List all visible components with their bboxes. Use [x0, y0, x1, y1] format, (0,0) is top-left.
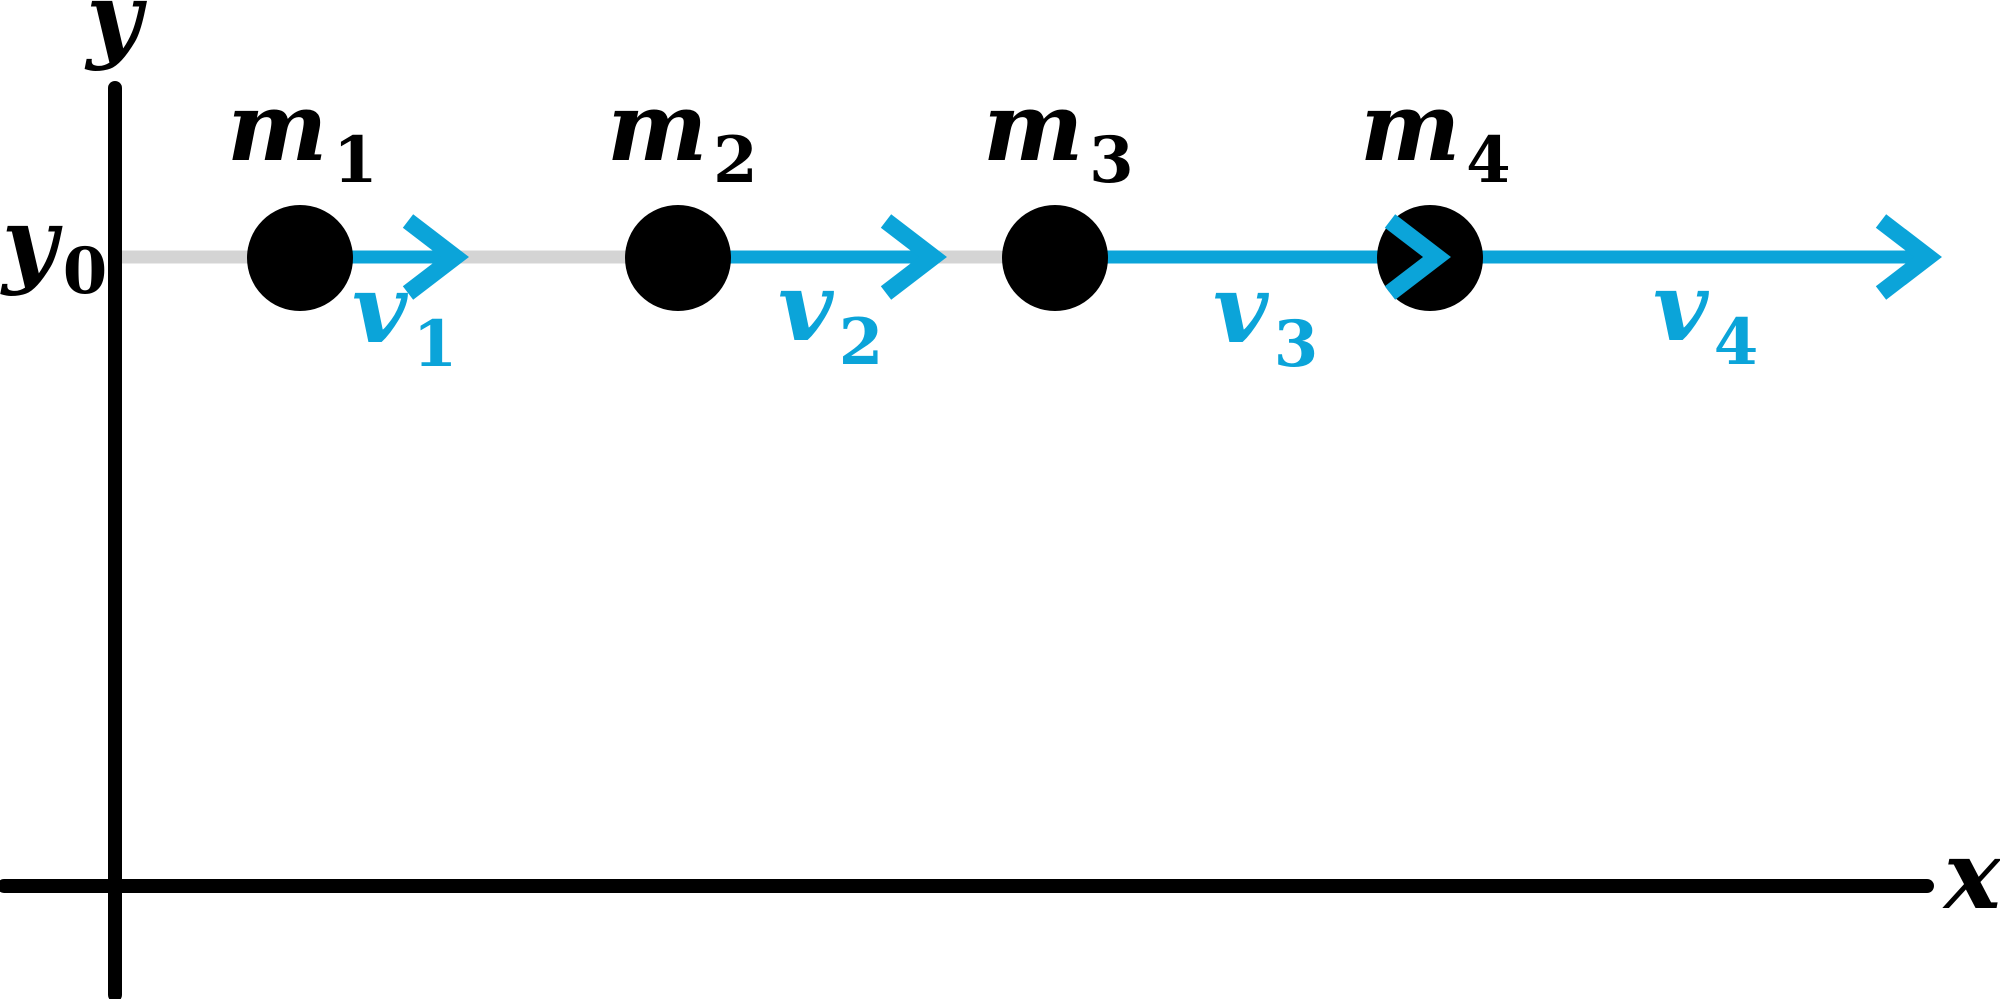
velocity-label-v2: v 2: [778, 252, 883, 380]
mass-m1-circle: [247, 205, 353, 311]
mass-label-m4: m 4: [1360, 72, 1511, 198]
m4-label-subscript: 4: [1466, 123, 1511, 198]
v4-label-subscript: 4: [1714, 305, 1759, 380]
v4-label-base: v: [1653, 252, 1710, 363]
v3-label-subscript: 3: [1274, 307, 1319, 382]
y-axis-label: y: [84, 0, 147, 73]
m2-label-subscript: 2: [713, 123, 758, 198]
velocity-label-v1: v 1: [352, 254, 457, 382]
mass-label-m2: m 2: [607, 72, 758, 198]
mass-m2-circle: [625, 205, 731, 311]
velocity-label-v4: v 4: [1653, 252, 1758, 380]
v3-arrowhead-icon: [1384, 214, 1451, 300]
mass-m3-circle: [1002, 205, 1108, 311]
y0-label-subscript: 0: [63, 234, 108, 309]
v3-label-base: v: [1213, 254, 1270, 365]
v2-arrowhead-icon: [880, 214, 947, 300]
m3-label-base: m: [983, 72, 1084, 183]
y0-label-base: y: [0, 187, 63, 298]
m2-label-base: m: [607, 72, 708, 183]
v4-arrowhead-icon: [1875, 214, 1942, 300]
v2-label-subscript: 2: [839, 305, 884, 380]
m4-label-base: m: [1360, 72, 1461, 183]
x-axis-label: x: [1942, 820, 2000, 931]
m3-label-subscript: 3: [1089, 123, 1134, 198]
mass-label-m3: m 3: [983, 72, 1134, 198]
v1-arrowhead-icon: [402, 214, 469, 300]
v1-label-subscript: 1: [413, 307, 458, 382]
velocity-arrow-v4: [1430, 214, 1942, 300]
m1-label-base: m: [227, 72, 328, 183]
velocity-label-v3: v 3: [1213, 254, 1318, 382]
m1-label-subscript: 1: [333, 123, 378, 198]
v2-label-base: v: [778, 252, 835, 363]
y0-tick-label: y 0: [0, 187, 107, 309]
v1-label-base: v: [352, 254, 409, 365]
mass-label-m1: m 1: [227, 72, 378, 198]
